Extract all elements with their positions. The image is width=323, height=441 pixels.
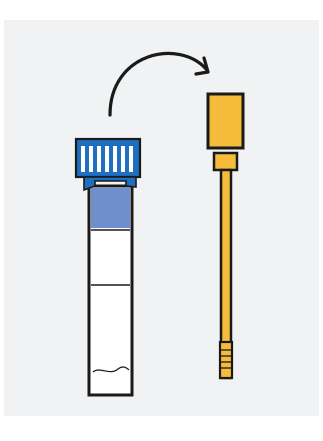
tube-liquid	[91, 188, 130, 228]
cap-ridge	[89, 146, 93, 172]
cap-ridge	[129, 146, 133, 172]
cap-ridge	[97, 146, 101, 172]
cap-ridge	[81, 146, 85, 172]
background-panel	[4, 20, 319, 416]
cap-ridge	[121, 146, 125, 172]
swab-collar	[214, 153, 237, 170]
tube-icon	[89, 186, 132, 395]
cap-ridge	[113, 146, 117, 172]
swab-handle	[208, 94, 243, 148]
swab-tip	[220, 342, 232, 378]
cap-ridge	[105, 146, 109, 172]
